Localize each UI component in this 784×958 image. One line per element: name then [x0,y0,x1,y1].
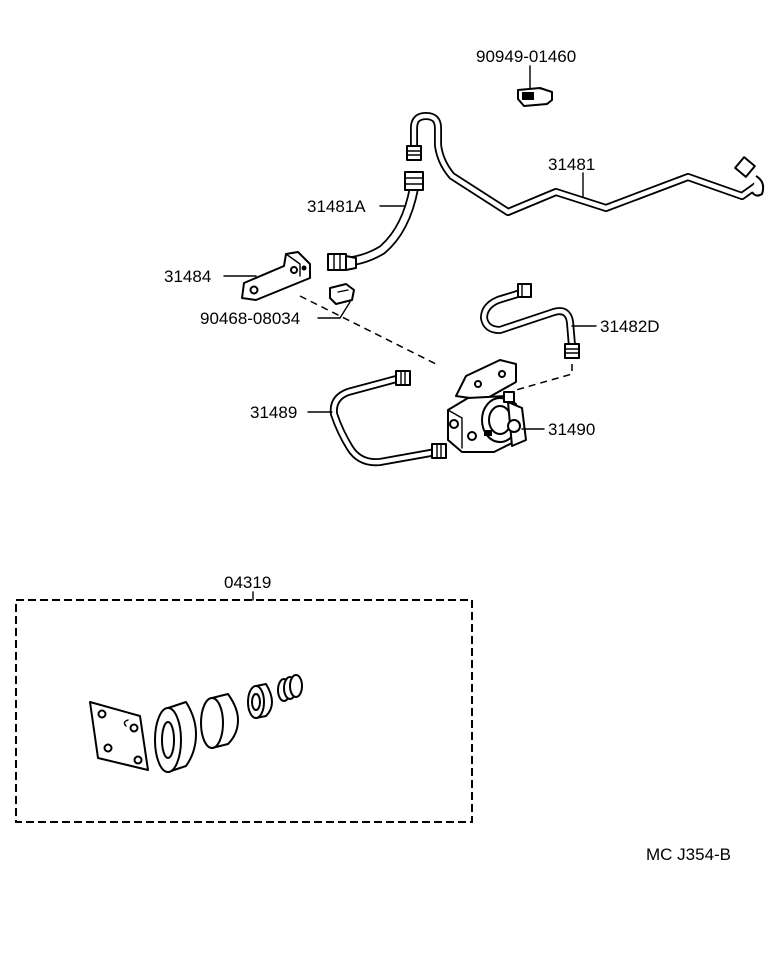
label-31489: 31489 [250,403,297,422]
hose-31481A [327,171,424,271]
label-31481: 31481 [548,155,595,174]
label-31490: 31490 [548,420,595,439]
gasket-plate [89,701,149,771]
pipe-31482D [480,283,580,359]
diagram-reference-code: MC J354-B [646,845,731,864]
dashed-assembly-line-pipe [515,364,573,391]
dashed-assembly-line-bracket [299,295,437,365]
kit-04319-box [15,599,473,823]
label-04319: 04319 [224,573,271,592]
boot [154,701,197,773]
label-90949-01460: 90949-01460 [476,47,576,66]
clip-90468-08034 [329,283,355,305]
label-31481A: 31481A [307,197,366,216]
clip-90949-01460 [517,87,553,107]
kit-04319-contents [89,674,303,773]
release-cylinder-31490 [447,359,527,453]
piston [200,693,239,749]
label-90468-08034: 90468-08034 [200,309,300,328]
spring [277,674,303,702]
bracket-31484 [241,251,311,301]
pipe-31489 [329,370,447,467]
label-31482D: 31482D [600,317,660,336]
pipe-31481 [406,112,765,216]
label-31484: 31484 [164,267,211,286]
cup-seal [247,683,273,719]
